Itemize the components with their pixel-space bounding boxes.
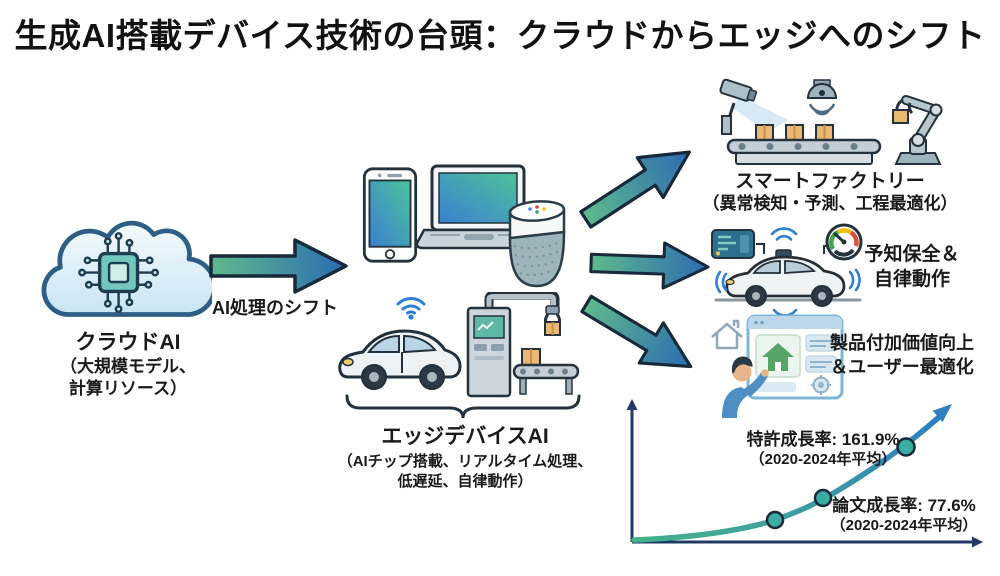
use-case-2-line1: 予知保全＆ <box>864 244 960 265</box>
dome-camera-icon <box>806 79 838 116</box>
person-icon <box>722 356 769 418</box>
use-case-1-subtitle: （異常検知・予測、工程最適化） <box>702 194 958 213</box>
app-panel-icon <box>746 314 844 400</box>
branch-arrow-up-icon <box>579 150 691 229</box>
ai-chip-icon <box>78 232 160 313</box>
cloud-ai-sub1: （大規模モデル、 <box>60 357 196 376</box>
use-case-3-line1: 製品付加価値向上 <box>830 333 974 353</box>
use-case-2-line2: 自律動作 <box>873 269 950 290</box>
shift-arrow-label: AI処理のシフト <box>212 298 338 318</box>
data-point-2 <box>813 488 833 508</box>
use-case-1-title: スマートファクトリー <box>735 171 925 192</box>
cloud-chip-icon <box>41 220 212 317</box>
brace-icon <box>345 394 581 419</box>
smart-home-app-icon <box>711 314 844 418</box>
edge-devices-sub1: （AIチップ搭載、リアルタイム処理、 <box>337 453 593 470</box>
cloud-ai-sub2: 計算リソース） <box>68 379 188 398</box>
paper-growth-sublabel: （2020-2024年平均） <box>830 517 978 534</box>
gear-icon <box>811 375 831 395</box>
conveyor-belt-icon <box>726 124 882 165</box>
growth-chart <box>626 399 983 548</box>
page-title: 生成AI搭載デバイス技術の台頭：クラウドからエッジへのシフト <box>14 17 986 54</box>
edge-devices-label: エッジデバイスAI <box>381 425 549 448</box>
paper-growth-label: 論文成長率: 77.6% <box>832 496 976 515</box>
connected-car-icon <box>338 329 462 390</box>
cloud-ai-label: クラウドAI <box>75 331 181 354</box>
predictive-maintenance-car-icon <box>711 223 863 318</box>
patent-growth-sublabel: （2020-2024年平均） <box>749 451 897 468</box>
branch-arrow-mid-icon <box>589 241 710 290</box>
factory-robot-icon <box>466 292 580 398</box>
gauge-icon <box>825 223 863 261</box>
curve-arrowhead <box>932 404 952 423</box>
sedan-car-icon <box>725 249 846 307</box>
chart-axes <box>626 399 983 548</box>
smart-factory-icon <box>719 78 943 165</box>
house-outline-icon <box>711 319 743 350</box>
patent-growth-label: 特許成長率: 161.9% <box>746 430 900 449</box>
smart-speaker-icon <box>508 200 566 288</box>
branch-arrow-down-icon <box>580 294 693 369</box>
wifi-icon <box>396 297 426 320</box>
edge-devices-sub2: 低遅延、自律動作） <box>397 473 533 490</box>
smartphone-icon <box>362 167 418 263</box>
data-point-3 <box>896 437 916 457</box>
data-point-1 <box>765 510 785 530</box>
robot-arm-icon <box>892 95 943 165</box>
dashboard-panel-icon <box>711 229 755 259</box>
shift-arrow-icon <box>209 238 348 294</box>
cctv-camera-icon <box>719 78 758 135</box>
use-case-3-line2: ＆ユーザー最適化 <box>830 357 974 377</box>
